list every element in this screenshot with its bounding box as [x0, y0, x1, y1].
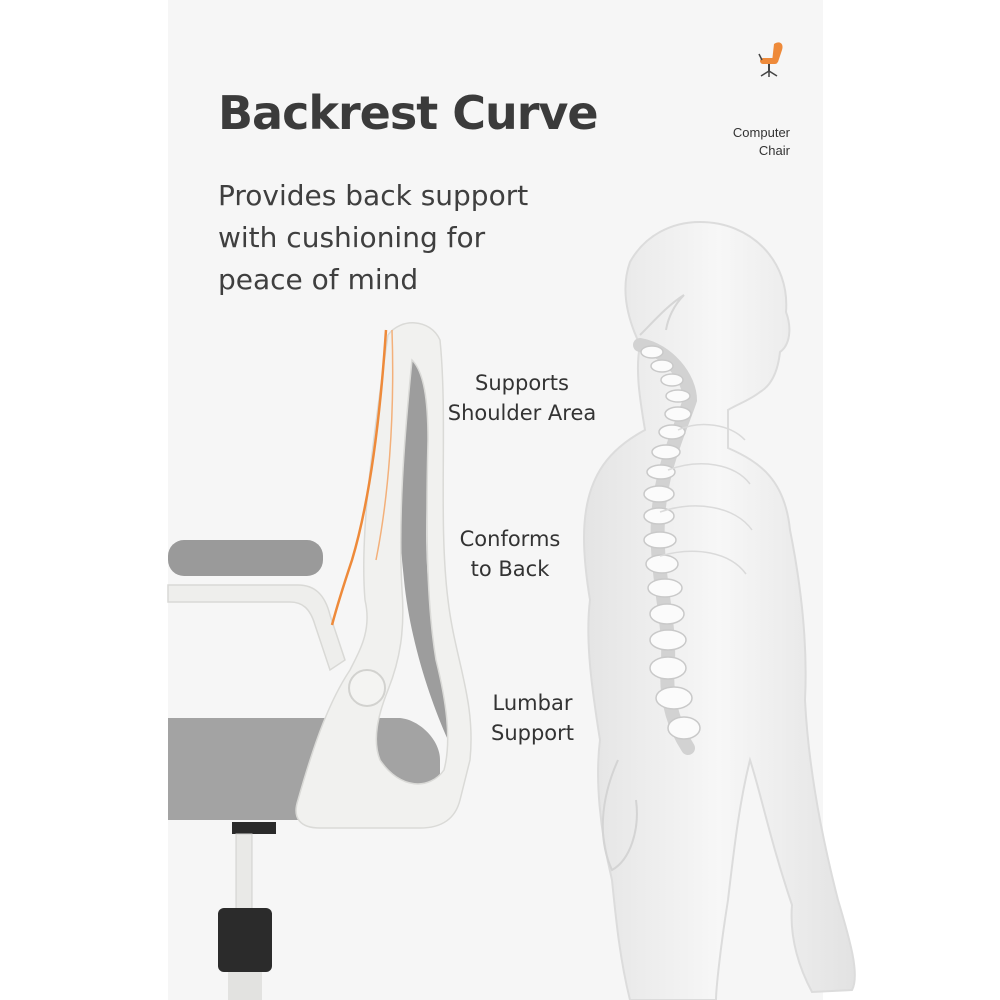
- page-subtitle: Provides back support with cushioning fo…: [218, 179, 529, 296]
- brand-label-line1: Computer: [732, 125, 790, 140]
- armrest-frame: [167, 584, 346, 672]
- callout-lumbar: Lumbar Support: [455, 688, 610, 748]
- backrest-mesh: [392, 325, 462, 740]
- armrest-pad: [168, 540, 323, 576]
- hand-outline: [601, 759, 638, 872]
- callout-shoulder: Supports Shoulder Area: [432, 368, 612, 428]
- callout-line: Supports: [475, 371, 569, 395]
- brand-label-line2: Chair: [758, 143, 790, 158]
- gas-lift-cylinder: [235, 833, 253, 913]
- callout-line: to Back: [470, 557, 550, 581]
- gas-lift-collar: [232, 822, 276, 834]
- callout-back: Conforms to Back: [430, 524, 590, 584]
- chair-base: [228, 972, 262, 1000]
- vertebrae: [640, 345, 701, 740]
- office-chair-icon: [758, 42, 783, 77]
- tilt-knob: [348, 669, 386, 707]
- brand-badge: Computer Chair: [700, 40, 790, 160]
- gas-lift-base: [218, 908, 272, 972]
- callout-line: Support: [490, 721, 574, 745]
- backrest-frame: [295, 322, 472, 829]
- backrest-curve-line-inner: [375, 329, 394, 561]
- page-title: Backrest Curve: [218, 86, 599, 140]
- callout-line: Conforms: [459, 527, 561, 551]
- callout-line: Shoulder Area: [447, 401, 597, 425]
- ribs: [659, 423, 753, 575]
- ear-outline: [639, 294, 685, 336]
- backrest-curve-line: [330, 329, 388, 626]
- callout-line: Lumbar: [492, 691, 573, 715]
- body-silhouette: [583, 220, 856, 1000]
